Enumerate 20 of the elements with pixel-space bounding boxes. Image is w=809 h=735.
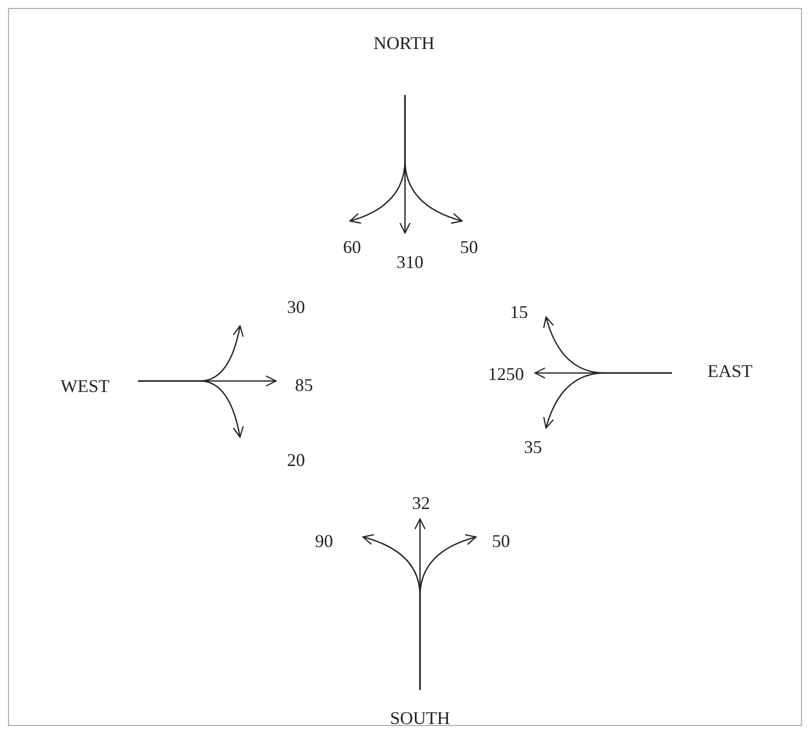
node-label: 35 <box>524 438 542 456</box>
node-label: 60 <box>343 238 361 256</box>
node-label: 32 <box>412 494 430 512</box>
node-label: NORTH <box>374 34 434 52</box>
node-label: 20 <box>287 451 305 469</box>
node-label: EAST <box>708 362 752 380</box>
node-label: 310 <box>396 253 424 271</box>
node-label: 50 <box>460 238 478 256</box>
node-label: 50 <box>492 532 510 550</box>
flow-arrow <box>419 534 477 690</box>
flow-arrow <box>404 95 463 224</box>
node-label: WEST <box>60 377 110 395</box>
flow-arrow <box>138 380 244 438</box>
node-label: SOUTH <box>390 709 450 727</box>
node-label: 85 <box>295 376 313 394</box>
node-label: 90 <box>315 532 333 550</box>
node-label: 15 <box>510 303 528 321</box>
node-label: 30 <box>287 298 305 316</box>
flow-arrow <box>544 372 672 429</box>
node-label: 1250 <box>488 365 524 383</box>
